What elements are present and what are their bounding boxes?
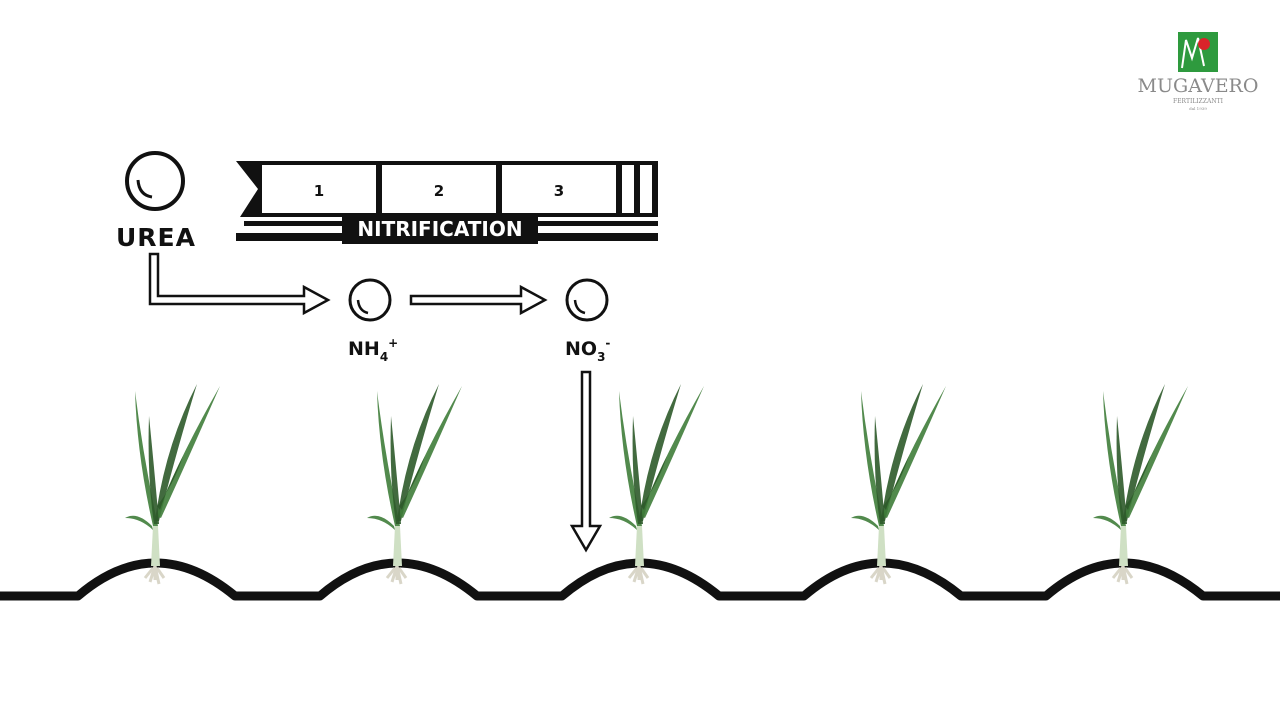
seedling-plant [367, 384, 462, 585]
urea-molecule-icon [125, 151, 185, 211]
ammonium-to-nitrate-arrow [409, 284, 548, 316]
nitrate-sub: 3 [597, 350, 605, 364]
nitrate-leaching-arrow [569, 370, 603, 553]
ammonium-main: NH [348, 338, 380, 360]
step-3-label: 3 [554, 182, 564, 200]
logo-name: MUGAVERO [1138, 75, 1259, 97]
step-1-label: 1 [314, 182, 324, 200]
ammonium-sub: 4 [380, 350, 388, 364]
seedling-plant [125, 384, 220, 585]
mugavero-logo: MUGAVERO FERTILIZZANTI dal 1939 [1138, 32, 1259, 111]
nitrate-main: NO [565, 338, 597, 360]
nitrate-molecule-icon [565, 278, 609, 322]
seedling-plant [851, 384, 946, 585]
logo-since: dal 1939 [1189, 106, 1207, 111]
urea-to-ammonium-arrow [148, 252, 331, 316]
nitrate-sup: - [605, 336, 610, 350]
urea-label: UREA [116, 223, 196, 252]
plants-row [125, 384, 1188, 585]
ammonium-sup: + [388, 336, 398, 350]
ammonium-label: NH4+ [348, 336, 398, 364]
ammonium-molecule-icon [348, 278, 392, 322]
logo-red-dot [1198, 38, 1210, 50]
nitrification-title: NITRIFICATION [357, 217, 522, 241]
seedling-plant [1093, 384, 1188, 585]
nitrate-label: NO3- [565, 336, 610, 364]
seedling-plant [609, 384, 704, 585]
step-2-label: 2 [434, 182, 444, 200]
nitrification-banner: 1 2 3 NITRIFICATION [236, 161, 658, 244]
logo-tagline: FERTILIZZANTI [1173, 98, 1224, 105]
